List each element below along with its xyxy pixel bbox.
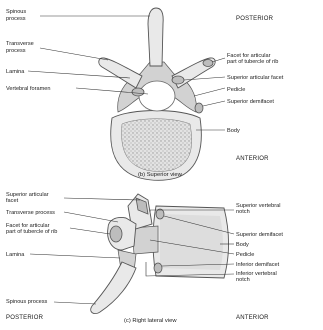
superior-facet-rib-shape	[203, 60, 213, 67]
leader-lat-facet-rib	[70, 228, 110, 234]
lateral-body-shading	[160, 214, 223, 270]
label-lamina: Lamina	[6, 69, 25, 75]
label-transverse-1: Transverse	[6, 41, 34, 47]
label-lat-spinous: Spinous process	[6, 299, 48, 305]
label-lat-lamina: Lamina	[6, 252, 25, 258]
superior-demifacet-shape	[195, 103, 203, 113]
leader-lat-transverse	[64, 212, 118, 222]
leader-transverse	[40, 48, 108, 60]
label-posterior-bottom: POSTERIOR	[6, 315, 44, 321]
lateral-inf-demifacet-shape	[154, 263, 162, 273]
leader-lat-spinous	[54, 302, 96, 304]
leader-sup-demifacet	[203, 101, 225, 106]
leader-pedicle	[194, 88, 225, 96]
superior-view: Spinous process Transverse process Lamin…	[6, 8, 284, 180]
lateral-facet-rib-shape	[110, 226, 122, 242]
label-anterior-top: ANTERIOR	[236, 156, 269, 162]
label-lat-transverse: Transverse process	[6, 210, 55, 216]
label-lat-facet-rib-2: part of tubercle of rib	[6, 229, 57, 235]
label-lat-body: Body	[236, 242, 249, 248]
lateral-pedicle-shape	[132, 226, 158, 254]
label-anterior-bottom: ANTERIOR	[236, 315, 269, 321]
label-pedicle: Pedicle	[227, 87, 245, 93]
label-lat-sup-demifacet: Superior demifacet	[236, 232, 283, 238]
label-sup-demifacet: Superior demifacet	[227, 99, 274, 105]
lateral-view: Superior articular facet Transverse proc…	[6, 192, 283, 324]
superior-spinous-shape	[148, 8, 163, 66]
label-spinous-1: Spinous	[6, 9, 26, 15]
label-sup-art-facet: Superior articular facet	[227, 75, 284, 81]
label-lat-sup-notch-2: notch	[236, 209, 250, 215]
caption-lateral: (c) Right lateral view	[124, 318, 177, 324]
superior-foramen-shape	[139, 81, 175, 111]
leader-lat-lamina	[30, 254, 120, 258]
label-facet-rib-2: part of tubercle of rib	[227, 59, 278, 65]
superior-transverse-left	[99, 58, 142, 88]
label-posterior-top: POSTERIOR	[236, 16, 274, 22]
label-body: Body	[227, 128, 240, 134]
superior-articular-facet-left	[132, 88, 144, 96]
label-lat-inf-notch-2: notch	[236, 277, 250, 283]
label-lat-pedicle: Pedicle	[236, 252, 254, 258]
lateral-sup-demifacet-shape	[156, 209, 164, 219]
caption-superior: (b) Superior view	[138, 172, 183, 178]
superior-articular-facet-right	[172, 76, 184, 84]
label-lat-inf-demifacet: Inferior demifacet	[236, 262, 280, 268]
lateral-spinous-shape	[91, 262, 136, 314]
label-vertebral-foramen: Vertebral foramen	[6, 86, 50, 92]
leader-lat-sup-art	[64, 198, 140, 200]
label-spinous-2: process	[6, 16, 26, 22]
label-lat-sup-art-2: facet	[6, 198, 19, 204]
label-transverse-2: process	[6, 48, 26, 54]
